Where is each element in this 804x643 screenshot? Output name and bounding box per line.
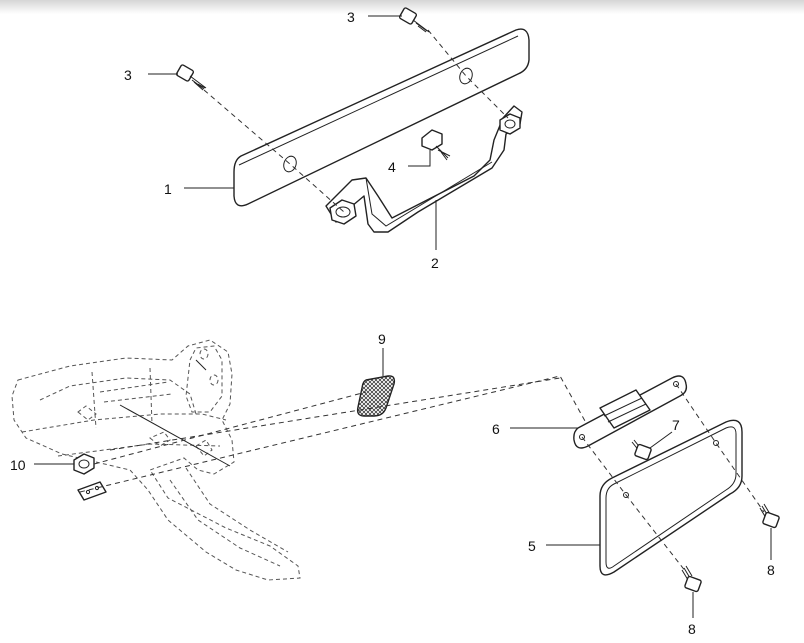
- callout-3-top: 3: [347, 9, 355, 25]
- screw-part-3-top: [398, 7, 430, 33]
- leader-7: [649, 431, 673, 449]
- assembly-line-screw-8b: [675, 383, 765, 513]
- assembly-line-reflector: [93, 391, 367, 465]
- callout-7: 7: [672, 417, 680, 433]
- callout-8-bottom: 8: [688, 621, 696, 637]
- plate-part-1: [233, 28, 530, 207]
- assembly-line-long-1: [79, 375, 591, 493]
- callout-8-right: 8: [767, 562, 775, 578]
- screw-part-7: [631, 439, 652, 461]
- small-plate: [77, 481, 107, 501]
- screw-part-8-right: [759, 503, 780, 529]
- bracket-nut-right: [499, 113, 521, 135]
- top-shade: [0, 0, 804, 14]
- bracket-nut-left: [329, 199, 357, 225]
- callout-6: 6: [492, 421, 500, 437]
- screw-part-8-bottom: [681, 565, 702, 593]
- callout-3-left: 3: [124, 67, 132, 83]
- callout-10: 10: [10, 457, 26, 473]
- hinge-part-6: [573, 375, 688, 449]
- assembly-line-screw-8a: [581, 436, 687, 573]
- callout-2: 2: [431, 255, 439, 271]
- reflector-part-9: [356, 375, 396, 417]
- screw-part-3-left: [175, 64, 207, 91]
- nut-part-10: [73, 453, 95, 475]
- assembly-line-screw-left: [203, 89, 345, 213]
- leader-4: [408, 150, 431, 167]
- bolt-part-4: [421, 129, 451, 161]
- callout-5: 5: [528, 538, 536, 554]
- assembly-line-long-2: [109, 377, 561, 451]
- assembly-line-screw-right: [427, 29, 509, 119]
- plate-frame-part-5: [599, 419, 743, 576]
- callout-9: 9: [378, 331, 386, 347]
- callout-1: 1: [164, 181, 172, 197]
- vehicle-frame-ghost: [11, 339, 301, 581]
- callout-4: 4: [388, 159, 396, 175]
